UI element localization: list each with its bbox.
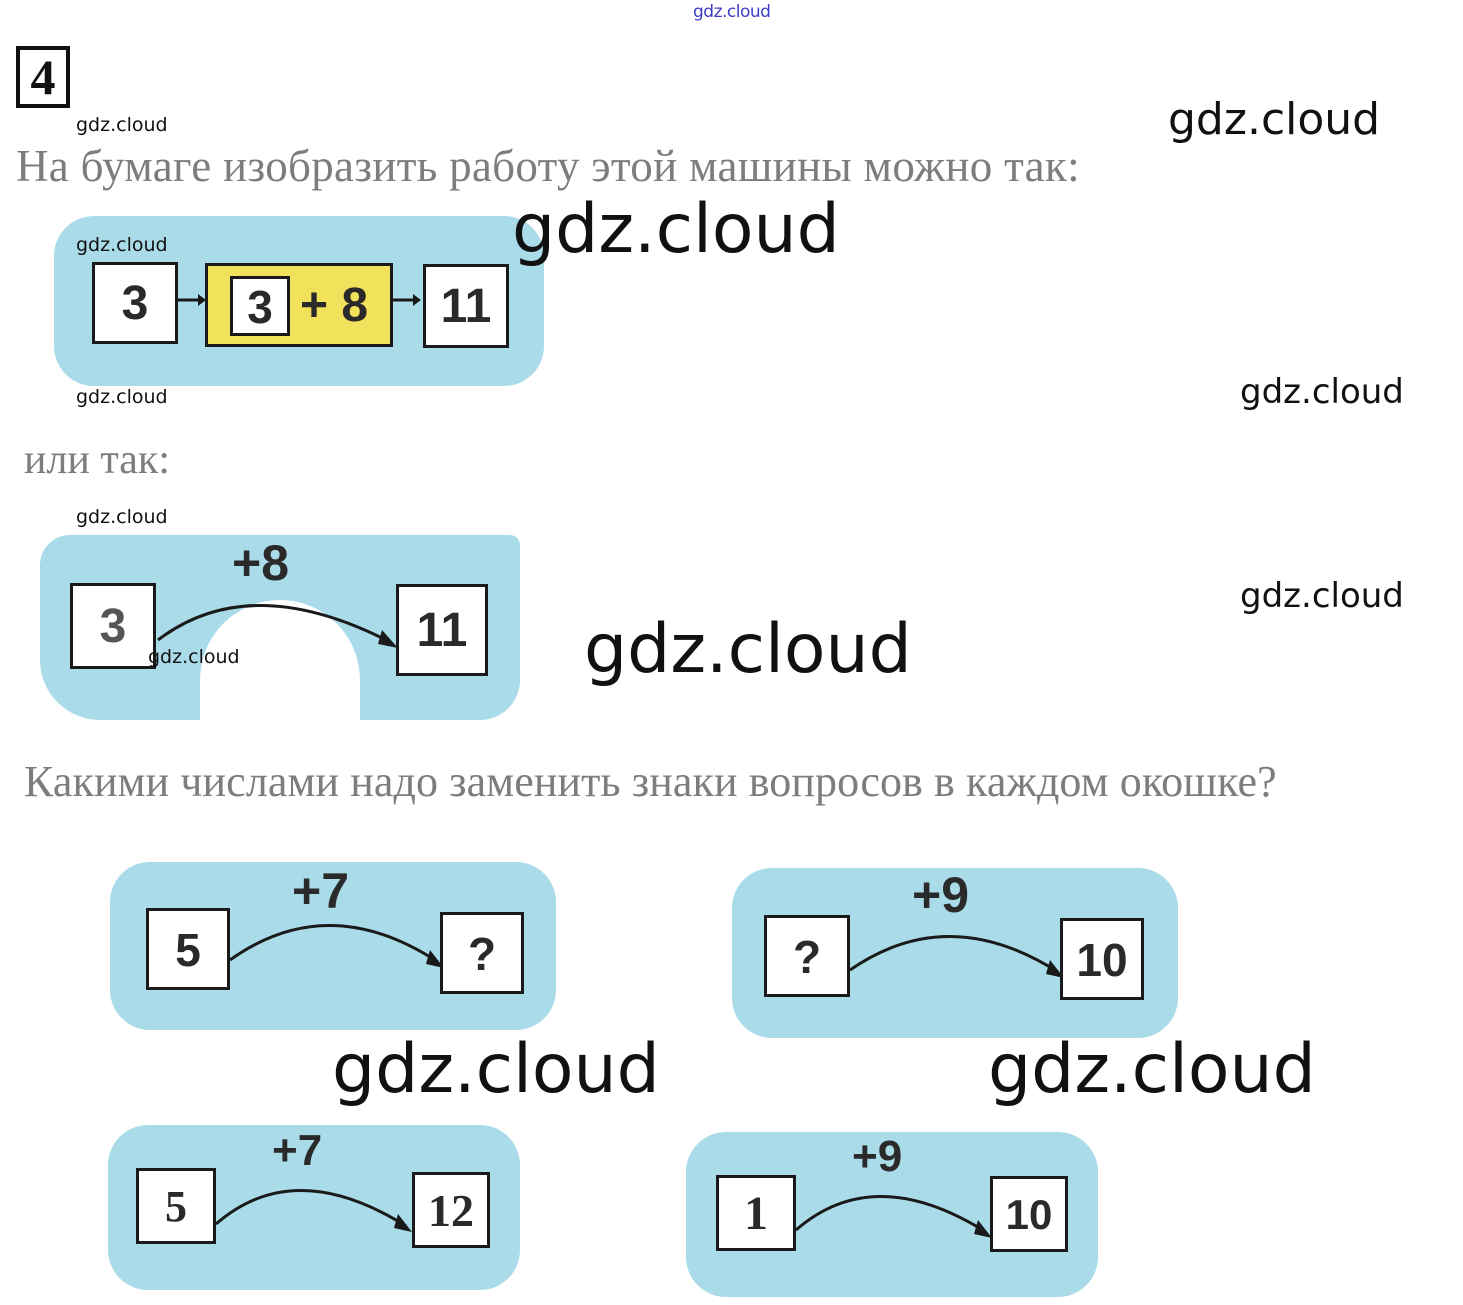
watermark: gdz.cloud <box>512 190 840 269</box>
exercise-2-input-box[interactable]: ? <box>764 915 850 997</box>
curved-arrow-icon <box>795 1195 992 1238</box>
answer-2-input-box: 1 <box>716 1175 796 1251</box>
arrow-icon <box>393 294 421 306</box>
watermark-link[interactable]: gdz.cloud <box>693 2 771 22</box>
exercise-2-output-box: 10 <box>1060 918 1144 1000</box>
machine-inner-input-box: 3 <box>230 276 290 336</box>
machine-output-box: 11 <box>423 264 509 348</box>
intro-text: На бумаге изобразить работу этой машины … <box>16 141 1080 191</box>
question-text: Какими числами надо заменить знаки вопро… <box>24 757 1277 806</box>
curved-arrow-icon <box>849 935 1064 978</box>
watermark: gdz.cloud <box>332 1030 660 1109</box>
exercise-2-operation: +9 <box>912 867 970 923</box>
watermark: gdz.cloud <box>1240 576 1404 616</box>
watermark: gdz.cloud <box>76 234 168 256</box>
machine-input-box: 3 <box>92 262 178 344</box>
exercise-1-output-box[interactable]: ? <box>440 912 524 994</box>
watermark: gdz.cloud <box>76 506 168 528</box>
arrow-example-input-box: 3 <box>70 583 156 669</box>
answer-1-output-box: 12 <box>412 1172 490 1248</box>
watermark: gdz.cloud <box>1168 94 1381 145</box>
answer-1-operation: +7 <box>272 1126 323 1175</box>
arrow-example-operation: +8 <box>232 535 290 591</box>
exercise-1-input-box: 5 <box>146 908 230 990</box>
task-number: 4 <box>16 46 70 108</box>
exercise-1-operation: +7 <box>292 863 350 919</box>
answer-1-input-box: 5 <box>136 1168 216 1244</box>
watermark: gdz.cloud <box>584 610 912 689</box>
machine-operation-box: 3 + 8 <box>205 263 393 347</box>
arrow-icon <box>178 294 206 306</box>
alt-text: или так: <box>24 437 170 483</box>
watermark: gdz.cloud <box>1240 372 1404 412</box>
watermark: gdz.cloud <box>148 646 240 668</box>
machine-operation-label: + 8 <box>300 279 369 332</box>
watermark: gdz.cloud <box>76 386 168 408</box>
obscured-area <box>200 600 360 730</box>
curved-arrow-icon <box>157 604 398 648</box>
curved-arrow-icon <box>215 1189 412 1232</box>
watermark: gdz.cloud <box>988 1030 1316 1109</box>
arrow-example-output-box: 11 <box>396 584 488 676</box>
answer-2-operation: +9 <box>852 1132 903 1181</box>
curved-arrow-icon <box>229 924 444 968</box>
answer-2-output-box: 10 <box>990 1176 1068 1252</box>
watermark: gdz.cloud <box>76 114 168 136</box>
